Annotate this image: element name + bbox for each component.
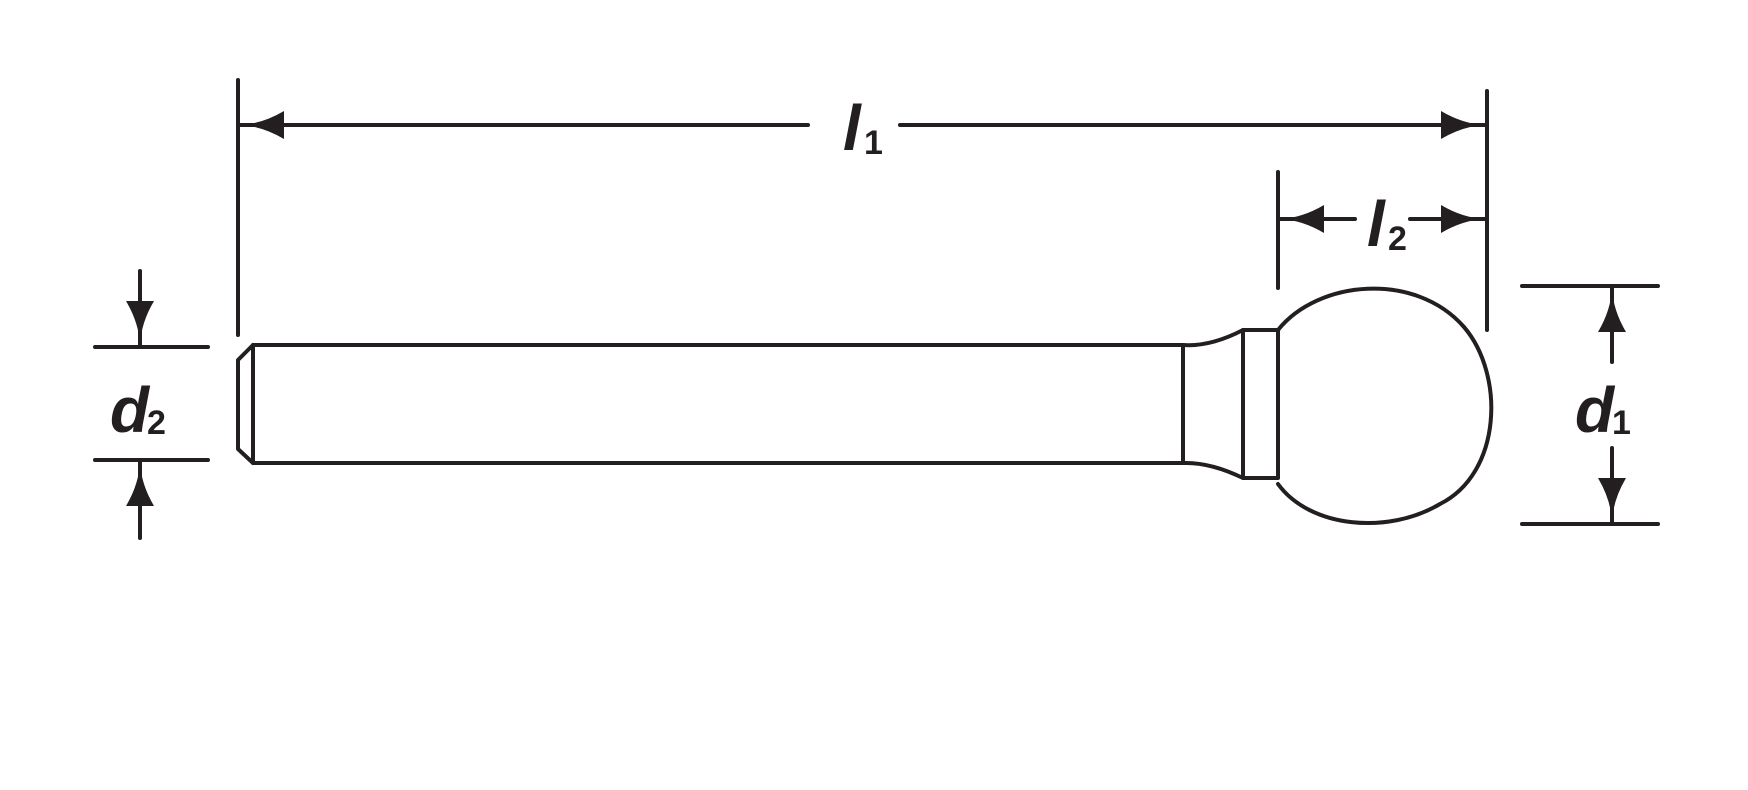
d1-label: d [1575,374,1616,446]
d2-label: d [110,374,151,446]
neck-collar [1241,328,1280,480]
l2-label: l [1367,188,1386,260]
shank-diameter-dimension: d 2 [93,269,210,540]
l2-subscript: 2 [1388,220,1407,258]
overall-length-dimension: l 1 [236,78,1489,337]
shank-chamfer [236,343,255,465]
head-diameter-dimension: d 1 [1520,284,1660,526]
burr-outline [236,286,1494,525]
l1-label: l [843,92,862,164]
shank-body [251,343,1185,465]
head-length-dimension: l 2 [1276,170,1487,290]
d2-subscript: 2 [147,404,166,442]
l1-subscript: 1 [864,124,883,162]
ball-head [1276,286,1494,525]
d1-subscript: 1 [1612,404,1631,442]
neck-taper [1181,328,1245,480]
